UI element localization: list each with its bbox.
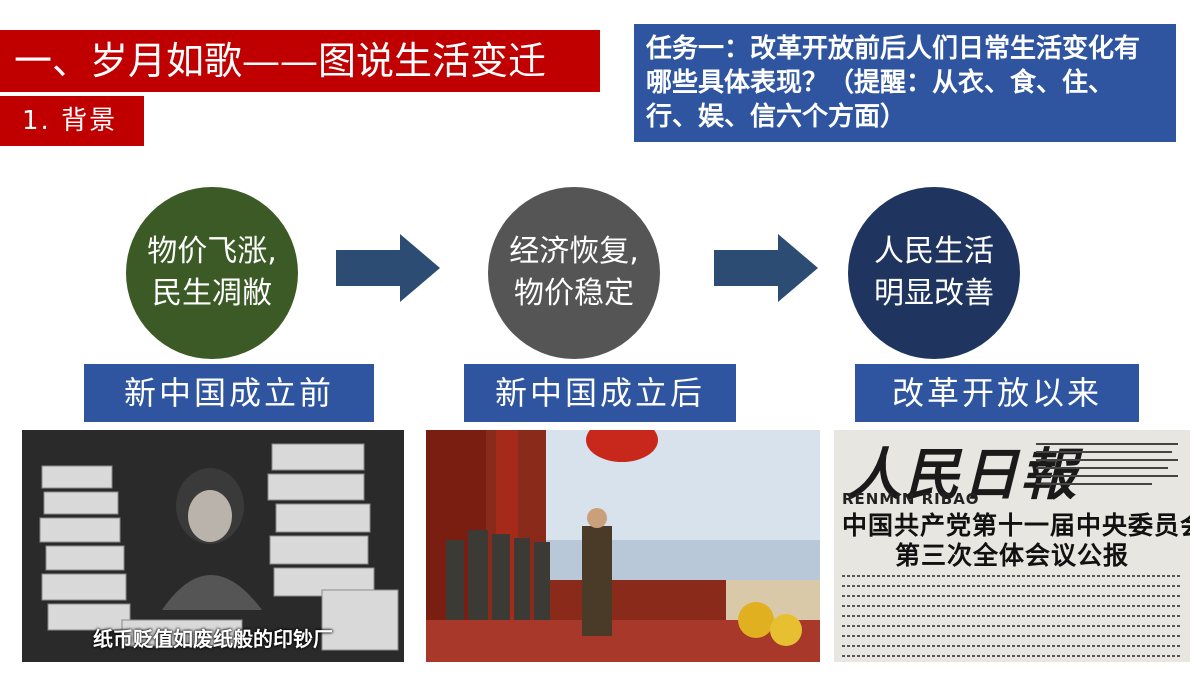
stage-circle-reform: 人民生活 明显改善 xyxy=(848,187,1020,359)
newspaper-latin-name: RENMIN RIBAO xyxy=(842,490,980,508)
stage-circle-after: 经济恢复, 物价稳定 xyxy=(488,187,660,359)
newspaper-fineprint xyxy=(1036,443,1178,485)
right-arrow-icon xyxy=(714,234,818,302)
task-box: 任务一：改革开放前后人们日常生活变化有哪些具体表现？（提醒：从衣、食、住、行、娱… xyxy=(634,24,1176,142)
stage-circle-before: 物价飞涨, 民生凋敝 xyxy=(126,187,298,359)
stage-circle-text: 经济恢复, 物价稳定 xyxy=(509,234,639,311)
photo-caption: 纸币贬值如废纸般的印钞厂 xyxy=(93,627,333,651)
stage-circle-text: 人民生活 明显改善 xyxy=(874,234,994,311)
stage-circle-text: 物价飞涨, 民生凋敝 xyxy=(147,234,277,311)
newspaper-headline-line1: 中国共产党第十一届中央委员会 xyxy=(842,511,1190,540)
stage-label-reform: 改革开放以来 xyxy=(855,364,1139,422)
stage-label-before: 新中国成立前 xyxy=(84,364,374,422)
photo-founding-ceremony xyxy=(426,430,820,662)
money-stacks-image xyxy=(22,430,404,662)
page-title: 一、岁月如歌——图说生活变迁 xyxy=(0,30,600,92)
photo-newspaper: 人民日報 RENMIN RIBAO 中国共产党第十一届中央委员会 第三次全体会议… xyxy=(834,430,1190,662)
newspaper-body-text xyxy=(842,575,1182,657)
section-label: 1. 背景 xyxy=(0,96,144,146)
founding-ceremony-image xyxy=(426,430,820,662)
stage-label-after: 新中国成立后 xyxy=(464,364,736,422)
newspaper-headline-line2: 第三次全体会议公报 xyxy=(894,541,1129,570)
photo-money-factory: 纸币贬值如废纸般的印钞厂 xyxy=(22,430,404,662)
right-arrow-icon xyxy=(336,234,440,302)
